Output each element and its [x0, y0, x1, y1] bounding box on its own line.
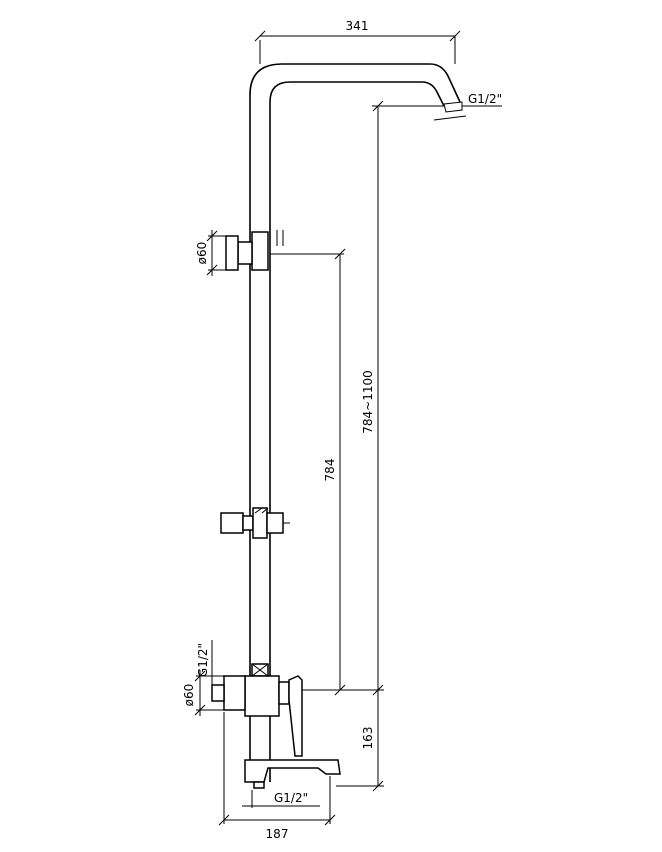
- projection-label: 187: [266, 827, 289, 841]
- inlet-thread-side-label: G1/2": [196, 643, 210, 677]
- head-thread-label: G1/2": [468, 92, 502, 106]
- dimension-arm-width: 341: [254, 19, 461, 64]
- dimension-holder-height: 784: [270, 248, 346, 696]
- upper-holder: [225, 230, 284, 271]
- flange-diameter-label: ø60: [182, 684, 196, 707]
- slider-holder: [220, 507, 290, 539]
- mixer-body: [211, 663, 303, 757]
- holder-diameter-label: ø60: [195, 242, 209, 265]
- dimension-outlet-height: 163: [336, 727, 384, 792]
- slide-height-label: 784~1100: [361, 370, 375, 434]
- tub-spout: [244, 759, 341, 789]
- holder-height-label: 784: [323, 459, 337, 482]
- dimension-inlet-thread-bottom: G1/2": [242, 790, 320, 808]
- shower-head-connector: [433, 101, 467, 121]
- dimension-holder-diameter: ø60: [195, 230, 226, 276]
- dimension-inlet-thread-side: G1/2": [196, 640, 213, 685]
- inlet-thread-bottom-label: G1/2": [274, 791, 308, 805]
- dimension-head-thread: G1/2": [462, 92, 502, 107]
- arm-width-label: 341: [346, 19, 369, 33]
- shower-riser-pipe: [249, 63, 461, 782]
- outlet-height-label: 163: [361, 727, 375, 750]
- dimension-slide-height: 784~1100: [361, 100, 444, 786]
- mixer-baseline: [300, 684, 384, 696]
- dimension-projection: 187: [218, 712, 336, 841]
- dimension-flange-diameter: ø60: [182, 670, 224, 716]
